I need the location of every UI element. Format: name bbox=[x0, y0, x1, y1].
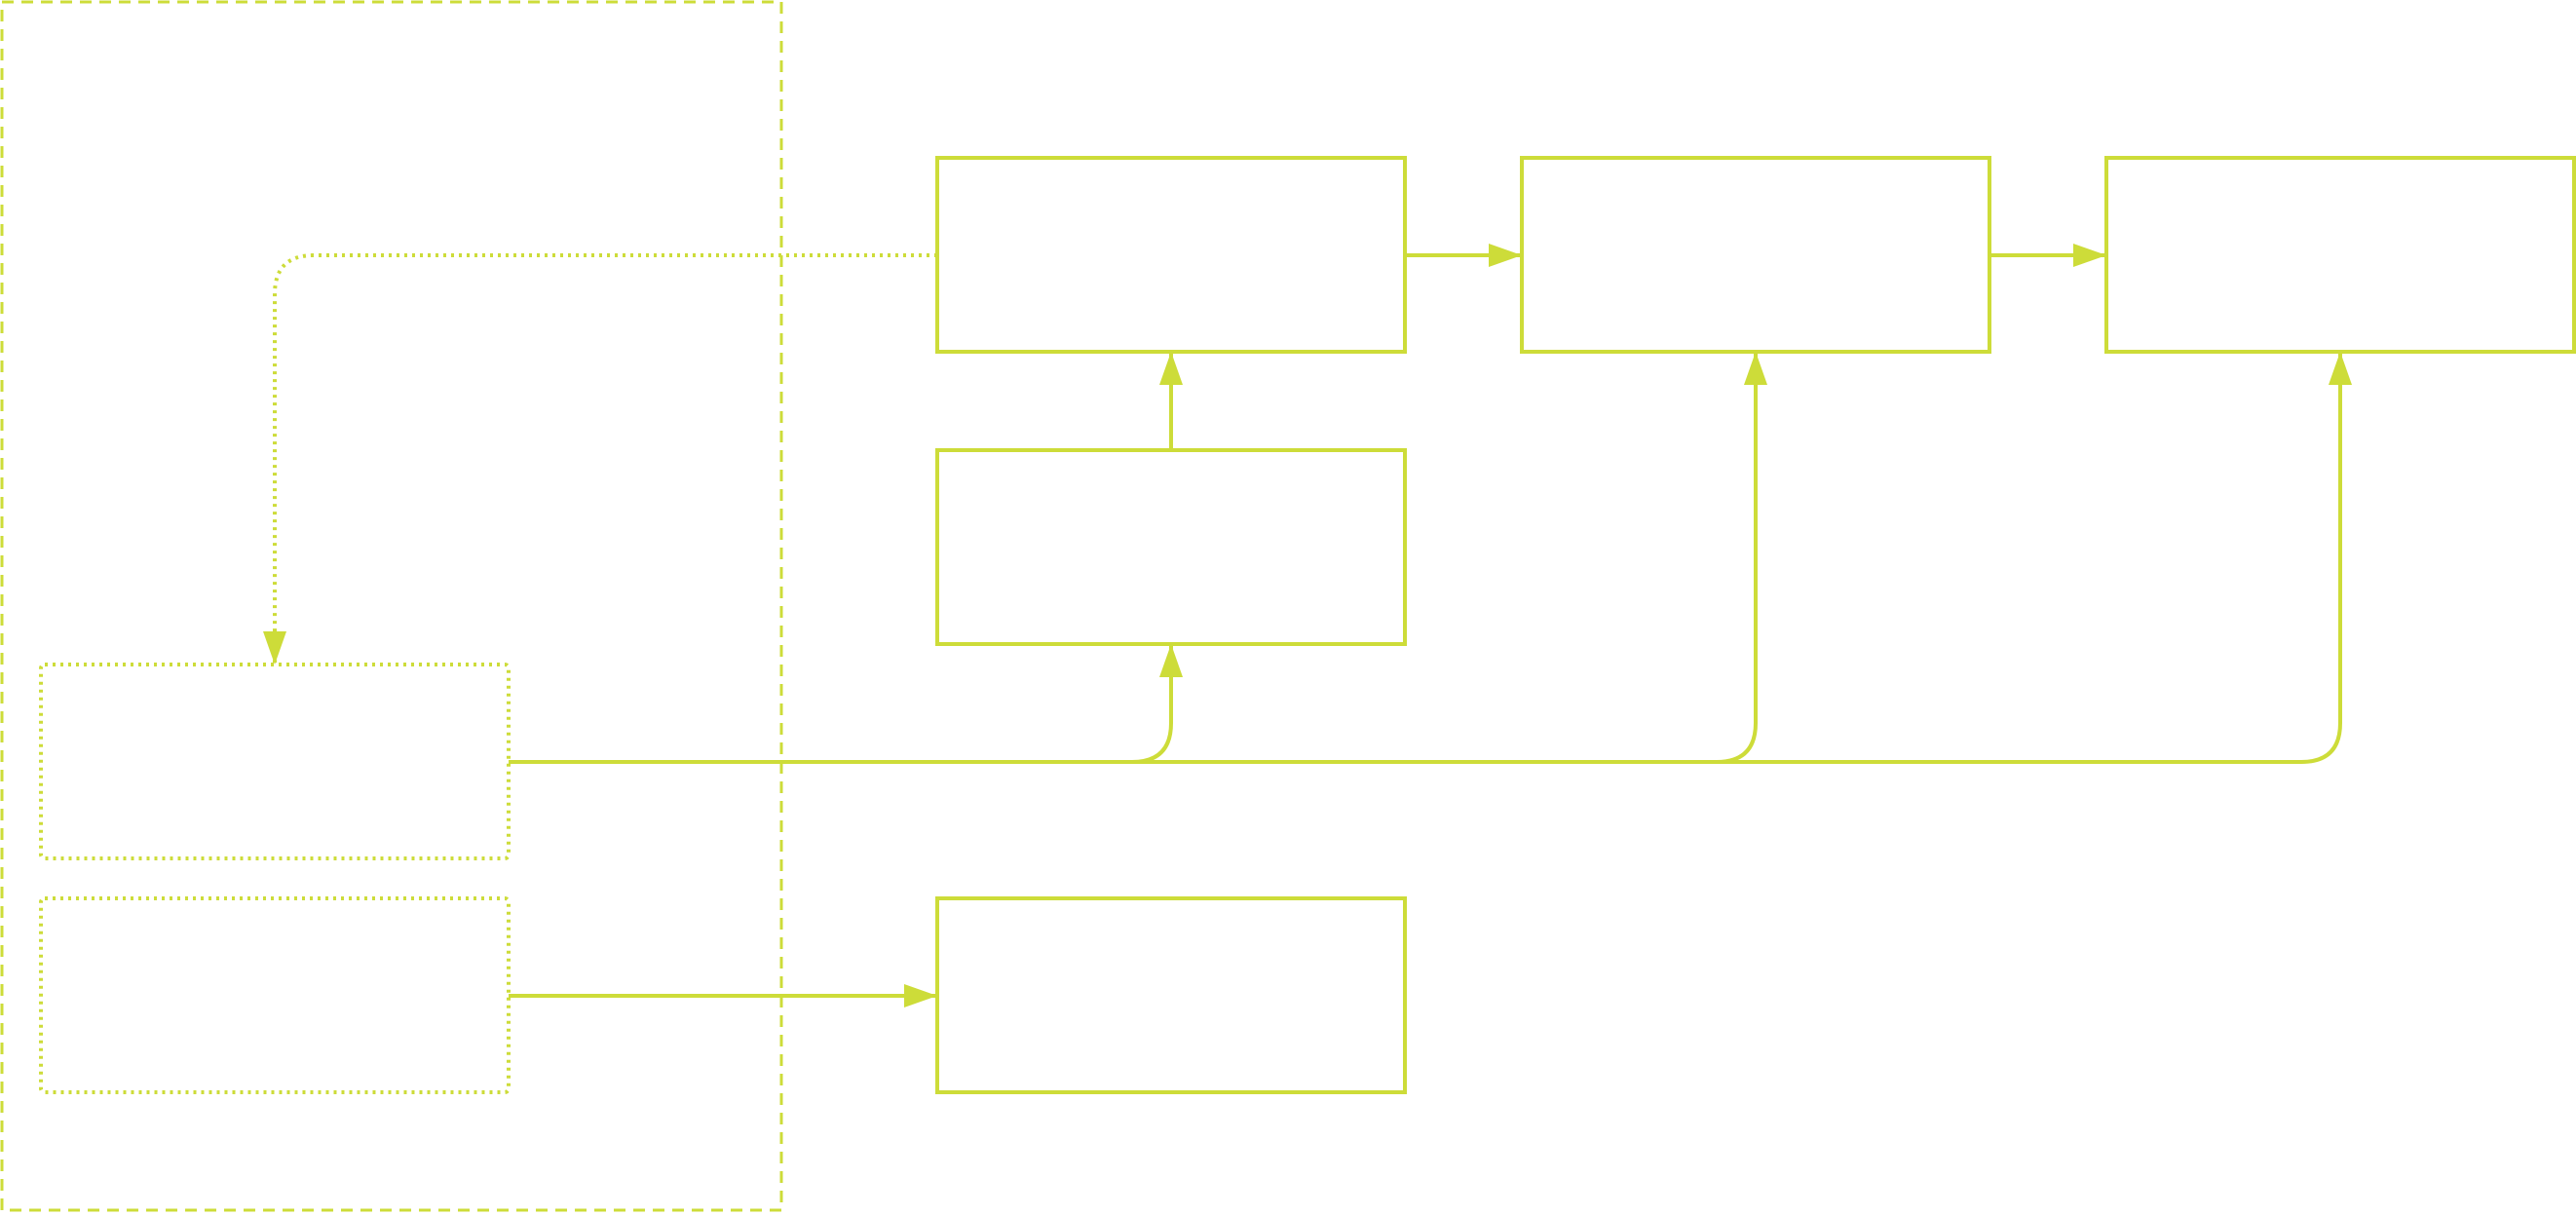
box-bottom bbox=[935, 896, 1407, 1094]
box-middle bbox=[935, 448, 1407, 646]
box-left-upper bbox=[39, 663, 511, 860]
edge-top1-to-left-upper bbox=[263, 253, 937, 665]
group-left-container bbox=[0, 0, 783, 1212]
edge-left-upper-to-middle bbox=[509, 644, 1183, 764]
edge-left-upper-to-top3 bbox=[1717, 352, 2352, 764]
box-left-lower bbox=[39, 896, 511, 1094]
box-top-2 bbox=[1520, 156, 1991, 354]
edge-left-upper-to-top2 bbox=[1132, 352, 1767, 764]
box-top-1 bbox=[935, 156, 1407, 354]
box-top-3 bbox=[2104, 156, 2576, 354]
